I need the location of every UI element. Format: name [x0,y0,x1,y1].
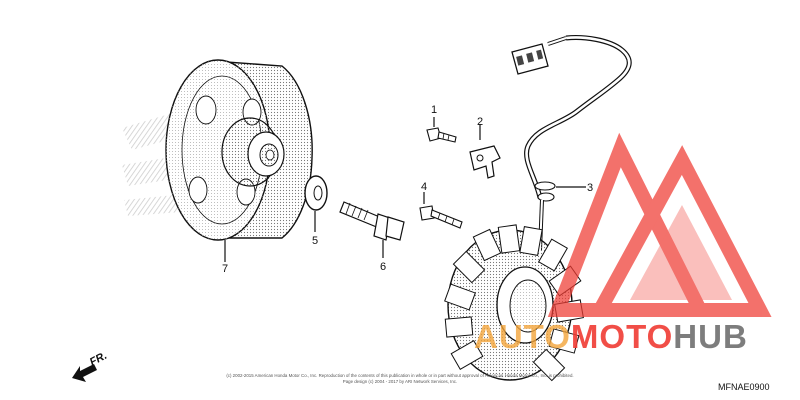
callout-3: 3 [587,182,593,194]
watermark-moto: MOTO [571,318,673,355]
flywheel-rotor-part-2[interactable] [165,59,313,262]
copyright-line-1: (c) 2002-2015 American Honda Motor Co., … [226,373,573,378]
watermark-auto: AUTO [474,318,571,355]
callout-5: 5 [312,235,318,247]
diagram-code: MFNAE0900 [718,382,770,392]
screw-part-7[interactable] [419,192,463,229]
copyright-line-2: Page design (c) 2004 - 2017 by ARI Netwo… [343,379,457,384]
callout-6: 1 [431,104,437,116]
bolt-part-6[interactable] [426,117,457,143]
callout-4: 6 [380,261,386,273]
flywheel-bolt-part-4[interactable] [339,201,405,258]
callout-1: 2 [477,116,483,128]
front-arrow-label: FR. [88,350,109,369]
stator-part-3[interactable] [444,35,632,382]
watermark-logo [547,132,772,317]
callout-7: 4 [421,181,427,193]
washer-part-5[interactable] [304,175,328,232]
wire-connector [511,43,549,75]
watermark-hub: HUB [673,318,748,355]
watermark-brand-text: AUTOMOTOHUB [474,318,748,355]
clamp-part-1[interactable] [469,124,501,179]
callout-2: 7 [222,263,228,275]
front-direction-arrow: FR. [72,350,109,382]
